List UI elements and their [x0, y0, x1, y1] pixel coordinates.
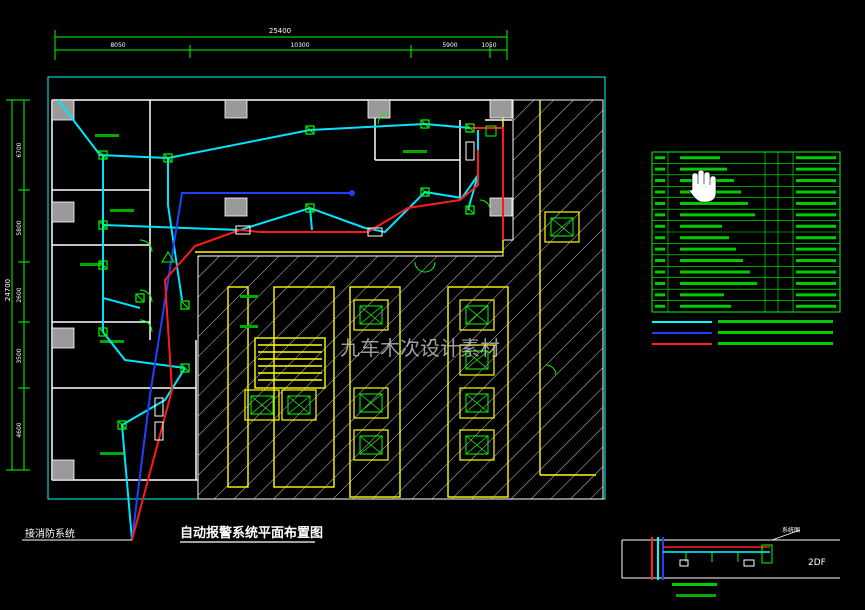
- legend-spec: [796, 270, 836, 274]
- legend-spec: [796, 167, 836, 171]
- alarm-lines: [131, 127, 504, 541]
- left-dimension-4: 3500: [16, 348, 23, 363]
- top-dimension-2: 10300: [290, 42, 309, 49]
- legend-spec: [796, 179, 836, 183]
- legend-symbol: [655, 270, 665, 274]
- legend-description: [680, 304, 731, 308]
- top-dimension-4: 1050: [481, 42, 496, 49]
- legend-symbol: [655, 293, 665, 297]
- legend-description: [680, 247, 736, 251]
- legend-description: [680, 281, 757, 285]
- floor-level-label: 2DF: [808, 558, 826, 568]
- legend-spec: [796, 293, 836, 297]
- legend-description: [680, 236, 729, 240]
- legend-spec: [796, 224, 836, 228]
- door-swings: [139, 113, 557, 376]
- left-dimension-2: 5800: [16, 220, 23, 235]
- legend-symbol: [655, 259, 665, 263]
- legend-spec: [796, 190, 836, 194]
- legend-symbol: [655, 156, 665, 160]
- left-dimension-chain: [6, 99, 30, 471]
- modules: [154, 125, 497, 441]
- room-labels: [80, 134, 427, 455]
- legend-spec: [796, 213, 836, 217]
- structural-lines: [195, 100, 596, 498]
- legend-symbol: [655, 224, 665, 228]
- left-dimension-3: 2600: [16, 287, 23, 302]
- legend-symbol: [655, 236, 665, 240]
- left-dimension-5: 4600: [16, 422, 23, 437]
- riser-title: 系统图: [782, 526, 800, 534]
- legend-description: [680, 213, 755, 217]
- legend-spec: [796, 259, 836, 263]
- riser-diagram: [621, 529, 840, 597]
- legend-spec: [796, 156, 836, 160]
- watermark: 九车木次设计素材: [340, 336, 500, 360]
- legend-spec: [796, 281, 836, 285]
- legend-symbol: [655, 247, 665, 251]
- drawing-title: 自动报警系统平面布置图: [180, 525, 323, 541]
- legend-description: [680, 167, 727, 171]
- legend-description: [680, 259, 743, 263]
- legend-symbol: [655, 281, 665, 285]
- legend-description: [680, 293, 724, 297]
- legend-description: [680, 270, 750, 274]
- legend-symbol: [655, 201, 665, 205]
- top-dimension-1: 8050: [110, 42, 125, 49]
- legend-spec: [796, 201, 836, 205]
- legend-spec: [796, 304, 836, 308]
- legend-description: [680, 224, 722, 228]
- legend-description: [680, 156, 720, 160]
- legend-symbol: [655, 304, 665, 308]
- legend-description: [680, 201, 748, 205]
- legend-table: [651, 151, 841, 313]
- hand-cursor-icon: [688, 169, 717, 203]
- top-dimension-chain: [54, 30, 508, 60]
- signal-triangle: [161, 251, 175, 263]
- legend-spec: [796, 236, 836, 240]
- legend-spec: [796, 247, 836, 251]
- terminal-point: [349, 190, 355, 196]
- legend-symbol: [655, 179, 665, 183]
- cable-legend: [652, 320, 833, 345]
- signal-bus-lines: [57, 99, 479, 541]
- left-total-dimension: 24700: [4, 279, 12, 301]
- top-total-dimension: 25400: [269, 27, 291, 35]
- legend-symbol: [655, 190, 665, 194]
- left-dimension-1: 6700: [16, 142, 23, 157]
- connect-fire-system-label: 接消防系统: [25, 527, 75, 540]
- legend-symbol: [655, 213, 665, 217]
- top-dimension-3: 5900: [442, 42, 457, 49]
- legend-symbol: [655, 167, 665, 171]
